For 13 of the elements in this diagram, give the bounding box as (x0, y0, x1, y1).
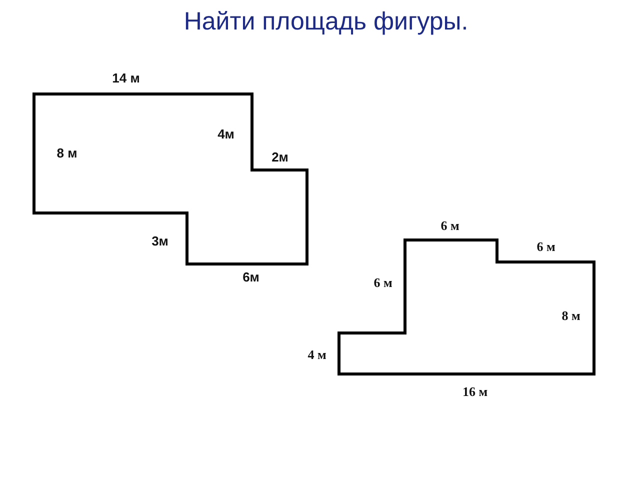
dimension-label: 4 м (308, 347, 326, 363)
dimension-label: 14 м (112, 70, 140, 86)
dimension-label: 4м (218, 126, 234, 142)
dimension-label: 6 м (374, 275, 392, 291)
dimension-label: 8 м (562, 308, 580, 324)
dimension-label: 3м (152, 234, 168, 248)
dimension-label: 2м (272, 150, 288, 164)
dimension-label: 16 м (462, 384, 488, 400)
dimension-label: 8 м (56, 146, 78, 160)
dimension-label: 6 м (536, 239, 556, 255)
dimension-label: 6 м (440, 218, 460, 234)
dimension-label: 6м (242, 270, 260, 284)
title: Найти площадь фигуры. (184, 8, 468, 36)
